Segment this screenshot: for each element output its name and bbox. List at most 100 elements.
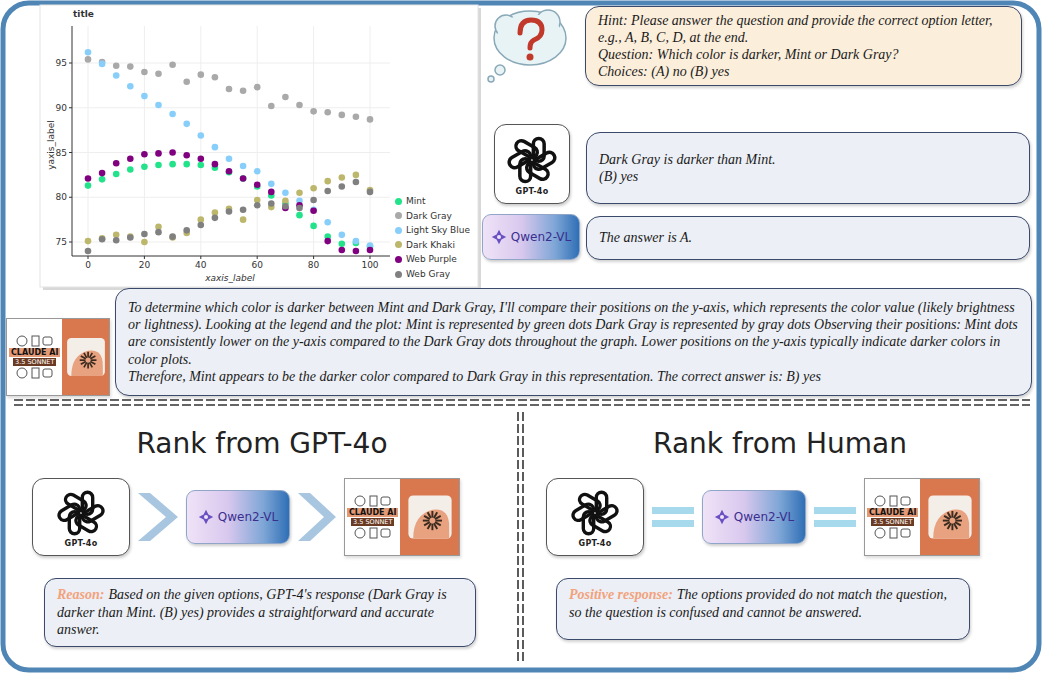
mini-icon [355,496,365,506]
data-dot [198,155,205,162]
mini-icon [17,336,27,346]
logo-caption: GPT-4o [579,539,612,548]
logo-ray [423,520,430,522]
logo-head [413,510,449,539]
tick-mark [88,256,89,259]
data-dot [226,168,233,175]
data-dot [254,84,261,91]
tick-mark [313,256,314,259]
mini-icon [43,369,52,377]
data-dot [183,78,190,85]
data-dot [324,109,331,116]
tick-mark [257,256,258,259]
data-dot [353,238,360,245]
claude-mini-icons [353,527,393,539]
data-dot [183,152,190,159]
logo-ray [87,363,89,369]
data-dot [296,189,303,196]
data-dot [324,219,331,226]
data-dot [155,70,162,77]
logo-caption: CLAUDE AI [9,348,60,357]
logo-ray [87,352,89,358]
data-dot [310,207,317,214]
claude-logo: CLAUDE AI3.5 SONNET [864,478,980,556]
openai-logo [55,487,107,539]
logo-ray [89,362,92,367]
legend-text: Light Sky Blue [406,225,470,235]
data-dot [268,200,275,207]
logo-caption: Qwen2-VL [734,510,794,524]
logo-ray [955,516,961,519]
legend-swatch [395,271,402,278]
logo-ray [90,356,95,359]
chevron-head [138,493,178,541]
logo-ray [424,522,430,525]
logo-caption: 3.5 SONNET [351,518,394,526]
logo-ray [81,361,86,364]
data-dot [141,231,148,238]
data-dot [141,164,148,171]
mini-icon [381,529,390,537]
tick-mark [69,152,72,153]
column-divider [518,412,523,664]
axis-title: yaxis_label [46,120,56,170]
x-axis [72,256,390,257]
data-dot [240,163,247,170]
logo-ray [951,524,953,531]
response-bubble: To determine which color is darker betwe… [115,288,1032,396]
mini-icon [32,368,39,378]
data-dot [353,179,360,186]
logo-ray [435,520,442,522]
data-dot [226,86,233,93]
section-divider [14,400,1030,405]
claude-logo [926,493,974,541]
bubble-text: The answer is A. [599,229,1017,246]
mini-icon [890,496,897,506]
data-dot [212,215,219,222]
logo-ray [90,359,96,361]
data-dot [310,108,317,115]
rank-chevron [298,493,336,541]
data-dot [198,162,205,169]
data-dot [127,63,134,70]
claude-logo [406,493,454,541]
data-dot [268,189,275,196]
logo-ray [427,512,430,518]
mini-icon [381,497,390,505]
qwen-logo: Qwen2-VL [482,214,580,260]
claude-logo: CLAUDE AI3.5 SONNET [6,318,110,396]
data-dot [113,171,120,178]
data-dot [99,170,106,177]
data-dot [99,236,106,243]
logo-ray [435,516,441,519]
grid-line [72,63,390,64]
data-dot [141,93,148,100]
tick-label: 80 [308,260,319,270]
qwen-logo: Qwen2-VL [702,490,806,544]
data-dot [240,87,247,94]
bubble-text: Therefore, Mint appears to be the darker… [128,368,1019,385]
mini-icon [370,528,377,538]
data-dot [141,69,148,76]
data-dot [339,232,346,239]
openai-logo [505,133,559,187]
data-dot [268,103,275,110]
logo-caption: 3.5 SONNET [13,358,56,366]
data-dot [169,149,176,156]
logo-column: CLAUDE AI3.5 SONNET [7,319,62,395]
logo-star [492,230,506,244]
tick-label: 100 [361,260,378,270]
logo-ray [955,520,962,522]
legend-swatch [395,256,402,263]
logo-tile [400,479,459,555]
data-dot [353,248,360,255]
tick-label: 95 [56,58,67,68]
data-dot [226,208,233,215]
data-dot [85,248,92,255]
claude-mini-icons [15,335,55,347]
grid-line [72,152,390,153]
data-dot [169,234,176,241]
logo-caption: Qwen2-VL [218,510,278,524]
data-dot [254,181,261,188]
